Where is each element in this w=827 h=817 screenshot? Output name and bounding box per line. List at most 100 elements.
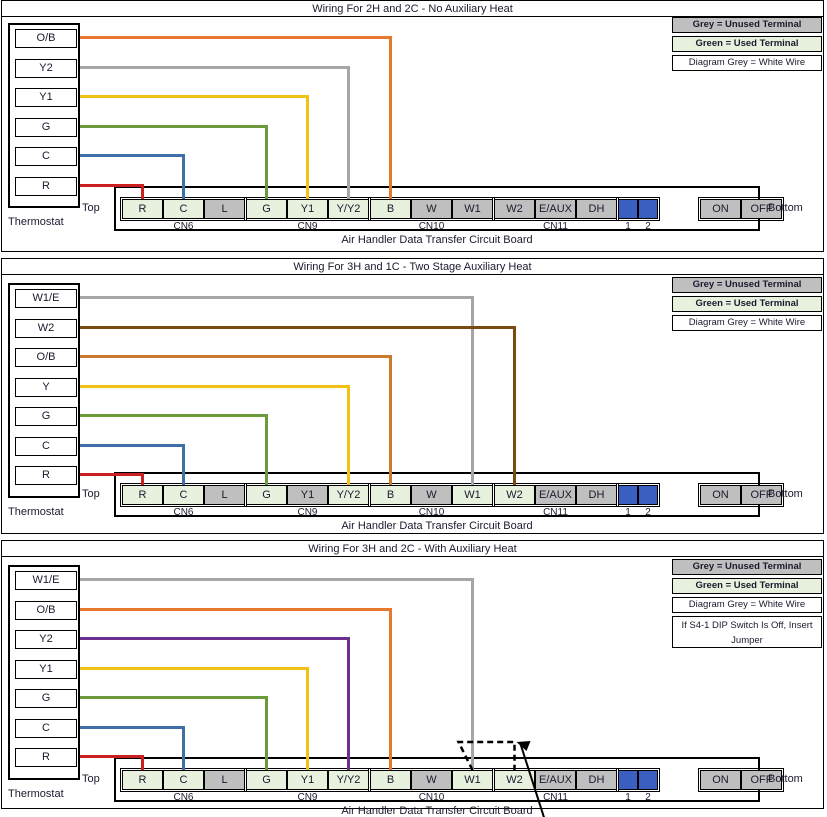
board-terminal-E-AUX[interactable]: E/AUX [535, 485, 576, 505]
board-terminal-dip-1[interactable] [618, 485, 638, 505]
wire-C-horizontal [80, 725, 185, 729]
board-terminal-C[interactable]: C [163, 199, 204, 219]
board-left-label: Top [82, 202, 100, 214]
wire-W1-E-horizontal [80, 296, 474, 299]
board-terminal-Y1[interactable]: Y1 [287, 770, 328, 790]
board-terminal-OFF[interactable]: OFF [741, 770, 782, 790]
board-terminal-G[interactable]: G [246, 199, 287, 219]
thermostat-terminal-O-B[interactable]: O/B [15, 348, 77, 367]
dip-pin-label-2: 2 [645, 221, 651, 232]
panel-title: Wiring For 2H and 2C - No Auxiliary Heat [2, 1, 823, 17]
wire-C-horizontal [80, 443, 185, 447]
thermostat-terminal-C[interactable]: C [15, 436, 77, 456]
thermostat-terminal-O-B[interactable]: O/B [15, 600, 77, 620]
board-terminal-Y1[interactable]: Y1 [287, 199, 328, 219]
wire-W1-E-horizontal [80, 578, 474, 581]
board-terminal-DH[interactable]: DH [576, 770, 617, 790]
board-terminal-Y-Y2[interactable]: Y/Y2 [328, 199, 369, 219]
board-terminal-DH[interactable]: DH [576, 199, 617, 219]
board-terminal-ON[interactable]: ON [700, 485, 741, 505]
board-terminal-Y-Y2[interactable]: Y/Y2 [328, 770, 369, 790]
panel-title: Wiring For 3H and 2C - With Auxiliary He… [2, 541, 823, 557]
wire-G-horizontal [80, 124, 268, 128]
thermostat-terminal-R[interactable]: R [15, 748, 77, 767]
board-terminal-Y1[interactable]: Y1 [287, 485, 328, 505]
board-terminal-C[interactable]: C [163, 770, 204, 790]
board-terminal-dip-2[interactable] [638, 199, 658, 219]
thermostat-terminal-Y1[interactable]: Y1 [15, 659, 77, 679]
thermostat-caption: Thermostat [8, 787, 64, 800]
wire-G-vertical [265, 124, 268, 199]
thermostat-terminal-W2[interactable]: W2 [15, 318, 77, 338]
board-terminal-B[interactable]: B [370, 485, 411, 505]
board-terminal-E-AUX[interactable]: E/AUX [535, 770, 576, 790]
board-terminal-Y-Y2[interactable]: Y/Y2 [328, 485, 369, 505]
legend-row-2: Diagram Grey = White Wire [672, 315, 822, 331]
board-terminal-R[interactable]: R [122, 485, 163, 505]
board-terminal-R[interactable]: R [122, 199, 163, 219]
thermostat-terminal-C[interactable]: C [15, 147, 77, 166]
board-terminal-OFF[interactable]: OFF [741, 485, 782, 505]
thermostat-terminal-Y2[interactable]: Y2 [15, 58, 77, 78]
wire-W1-E-vertical [471, 296, 474, 485]
connector-label-CN11: CN11 [543, 507, 568, 518]
thermostat-terminal-Y[interactable]: Y [15, 377, 77, 397]
board-terminal-ON[interactable]: ON [700, 770, 741, 790]
board-left-label: Top [82, 773, 100, 785]
board-terminal-B[interactable]: B [370, 770, 411, 790]
thermostat-terminal-Y2[interactable]: Y2 [15, 630, 77, 649]
connector-label-CN9: CN9 [297, 221, 318, 232]
board-terminal-DH[interactable]: DH [576, 485, 617, 505]
connector-label-CN11: CN11 [543, 792, 568, 803]
legend-row-0: Grey = Unused Terminal [672, 277, 822, 293]
board-terminal-W2[interactable]: W2 [494, 485, 535, 505]
board-terminal-G[interactable]: G [246, 770, 287, 790]
panel-title: Wiring For 3H and 1C - Two Stage Auxilia… [2, 259, 823, 275]
board-terminal-L[interactable]: L [204, 199, 245, 219]
board-terminal-W2[interactable]: W2 [494, 199, 535, 219]
wire-G-horizontal [80, 414, 268, 417]
wire-Y2-vertical [347, 65, 350, 199]
board-terminal-W1[interactable]: W1 [452, 485, 493, 505]
board-terminal-C[interactable]: C [163, 485, 204, 505]
thermostat-terminal-R[interactable]: R [15, 466, 77, 485]
wire-W2-vertical [513, 325, 516, 485]
board-terminal-G[interactable]: G [246, 485, 287, 505]
thermostat-terminal-G[interactable]: G [15, 117, 77, 137]
board-terminal-W[interactable]: W [411, 199, 452, 219]
board-terminal-dip-2[interactable] [638, 770, 658, 790]
board-terminal-R[interactable]: R [122, 770, 163, 790]
dip-pin-label-1: 1 [625, 792, 631, 803]
board-left-label: Top [82, 488, 100, 500]
thermostat-terminal-Y1[interactable]: Y1 [15, 88, 77, 107]
thermostat-terminal-G[interactable]: G [15, 407, 77, 426]
board-terminal-W1[interactable]: W1 [452, 199, 493, 219]
board-terminal-dip-1[interactable] [618, 199, 638, 219]
board-terminal-W1[interactable]: W1 [452, 770, 493, 790]
board-terminal-OFF[interactable]: OFF [741, 199, 782, 219]
board-terminal-B[interactable]: B [370, 199, 411, 219]
board-terminal-ON[interactable]: ON [700, 199, 741, 219]
wire-R-vertical [141, 473, 144, 485]
board-terminal-dip-2[interactable] [638, 485, 658, 505]
thermostat-terminal-C[interactable]: C [15, 718, 77, 738]
thermostat-terminal-G[interactable]: G [15, 689, 77, 708]
thermostat-terminal-W1-E[interactable]: W1/E [15, 289, 77, 308]
board-terminal-E-AUX[interactable]: E/AUX [535, 199, 576, 219]
thermostat-terminal-W1-E[interactable]: W1/E [15, 571, 77, 590]
board-terminal-W2[interactable]: W2 [494, 770, 535, 790]
board-terminal-W[interactable]: W [411, 485, 452, 505]
legend-row-3: If S4-1 DIP Switch Is Off, Insert Jumper [672, 616, 822, 648]
board-terminal-L[interactable]: L [204, 485, 245, 505]
thermostat-terminal-R[interactable]: R [15, 176, 77, 196]
thermostat-terminal-O-B[interactable]: O/B [15, 29, 77, 48]
wire-W1-E-vertical [471, 578, 474, 770]
board-terminal-dip-1[interactable] [618, 770, 638, 790]
board-terminal-L[interactable]: L [204, 770, 245, 790]
wire-R-horizontal [80, 473, 144, 476]
board-terminal-W[interactable]: W [411, 770, 452, 790]
